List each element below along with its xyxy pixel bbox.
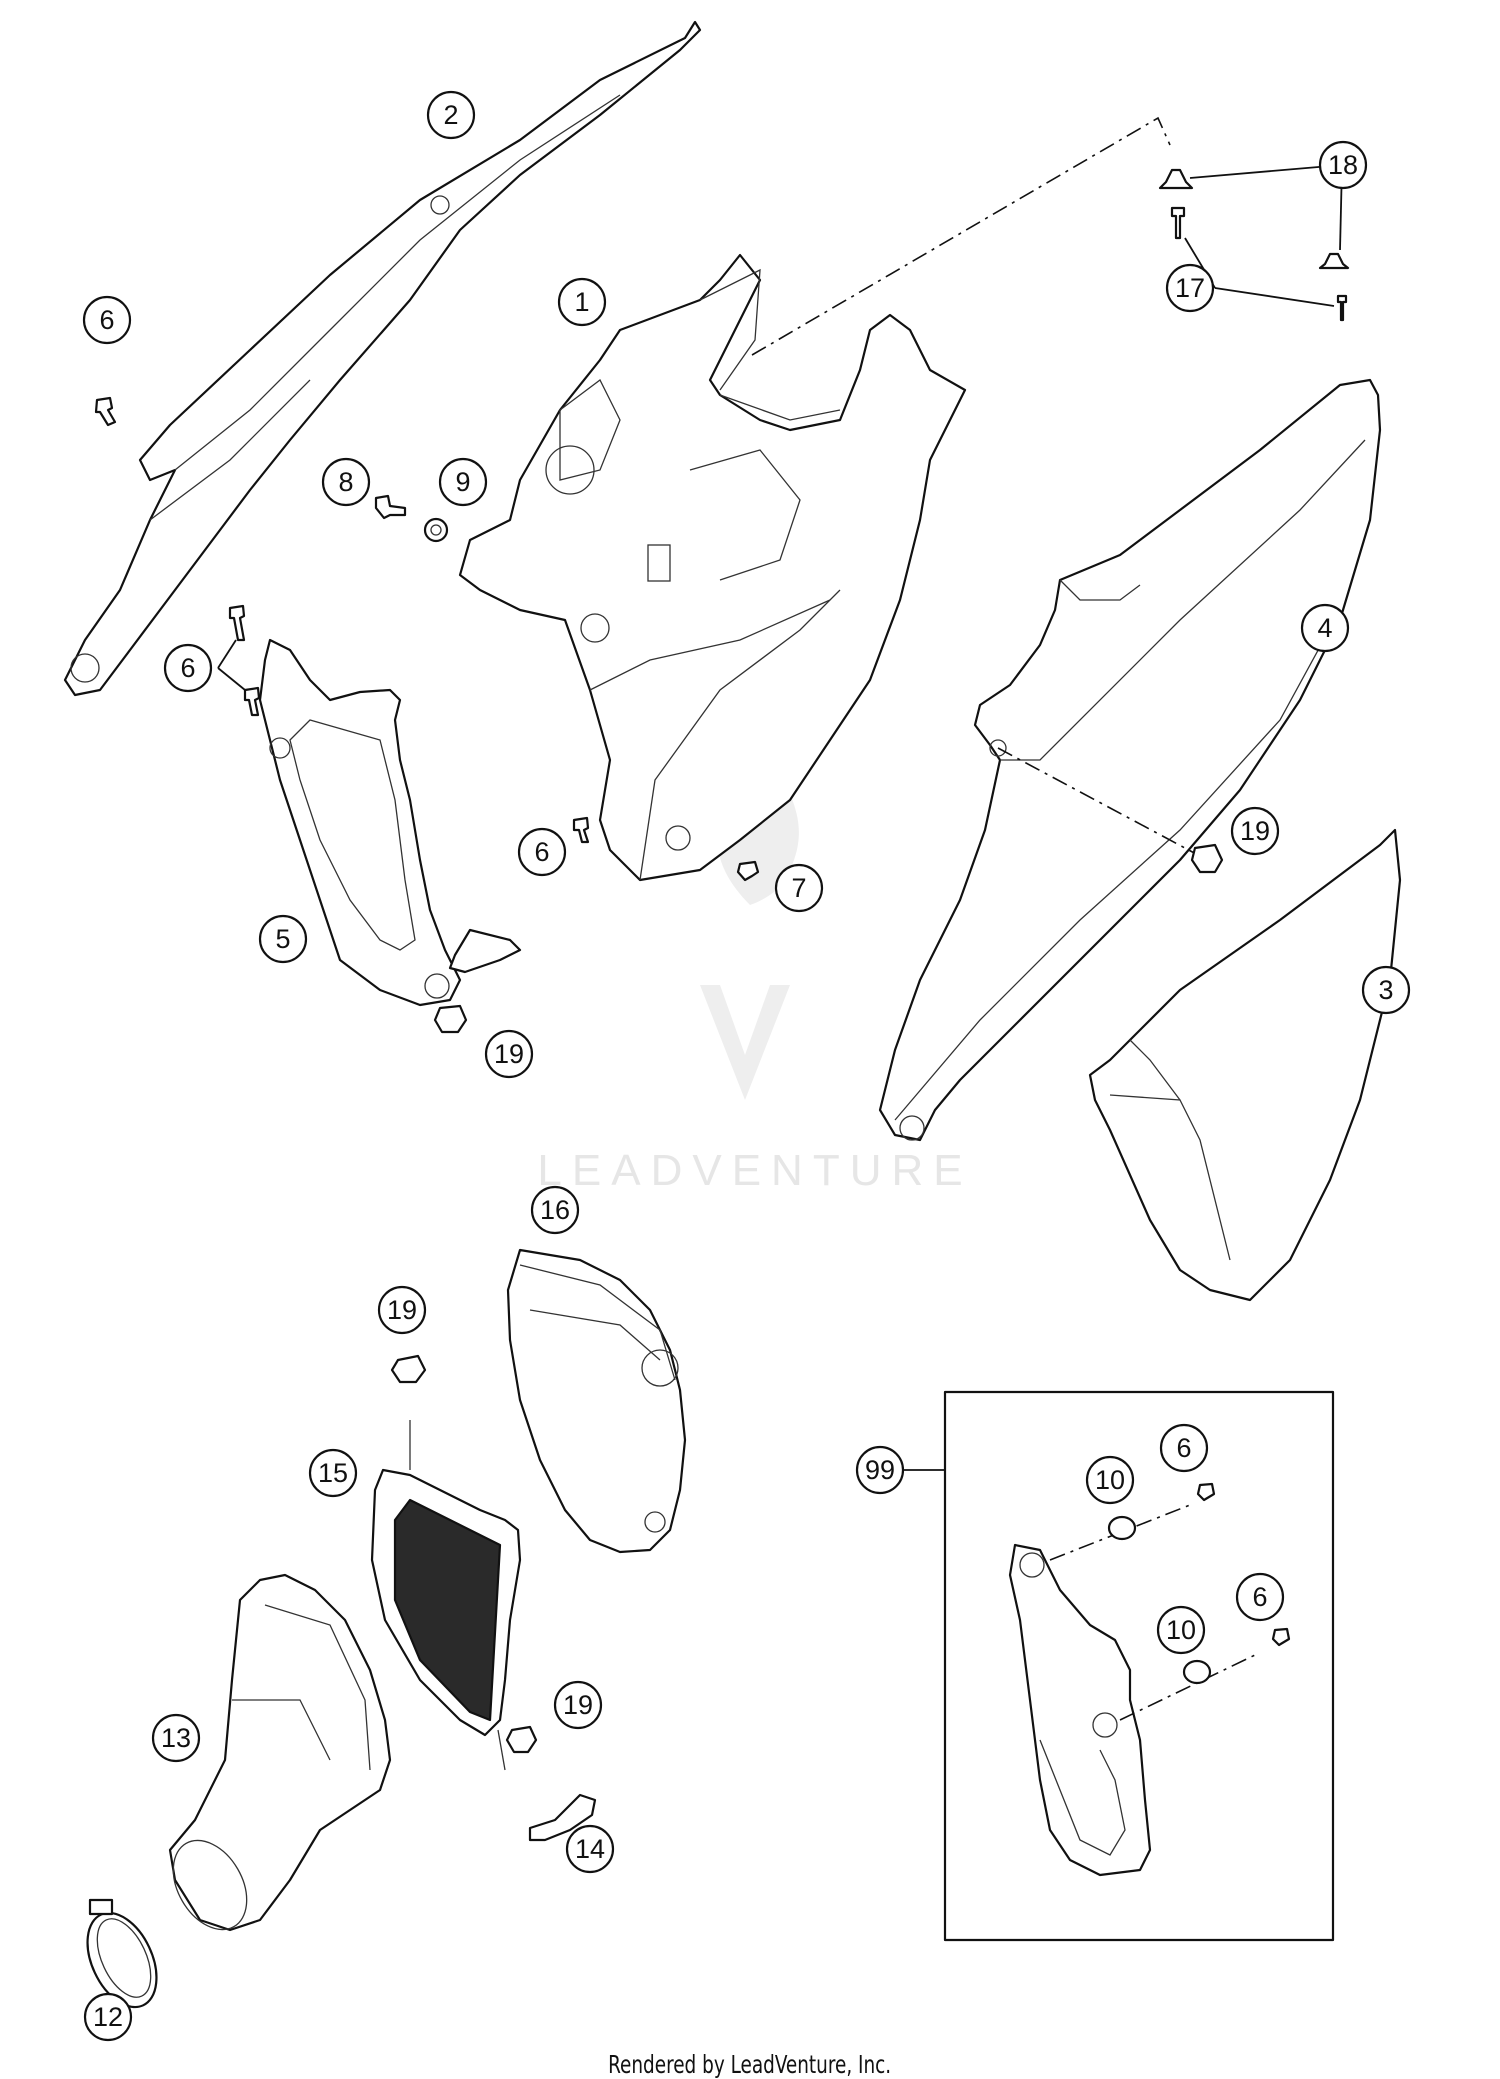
callout-19[interactable]: 19 [377,1285,427,1335]
svg-text:17: 17 [1175,273,1205,303]
part-17-bolts[interactable] [1170,206,1348,322]
callout-99[interactable]: 99 [855,1445,905,1495]
svg-text:9: 9 [455,467,470,497]
callout-6[interactable]: 6 [1159,1423,1209,1473]
part-14-bracket[interactable] [528,1793,597,1842]
svg-text:7: 7 [791,873,806,903]
assembly-line-17-18 [751,116,1171,356]
svg-text:3: 3 [1378,975,1393,1005]
svg-text:8: 8 [338,467,353,497]
callout-14[interactable]: 14 [565,1824,615,1874]
callout-3[interactable]: 3 [1361,965,1411,1015]
footer-credit: Rendered by LeadVenture, Inc. [608,2050,892,2079]
callout-13[interactable]: 13 [151,1713,201,1763]
part-2-trim[interactable] [63,20,702,697]
svg-text:10: 10 [1166,1615,1196,1645]
part-3-number-plate[interactable] [1088,828,1402,1302]
svg-text:5: 5 [275,924,290,954]
part-12-clamp[interactable] [74,1898,171,2018]
callout-12[interactable]: 12 [83,1992,133,2042]
watermark-brand: LEADVENTURE [537,1146,972,1195]
part-13-boot[interactable] [158,1573,392,1943]
callout-10[interactable]: 10 [1156,1605,1206,1655]
part-4-side-panel[interactable] [878,378,1382,1142]
part-18-caps[interactable] [1158,168,1350,270]
svg-text:4: 4 [1317,613,1332,643]
watermark-v-icon [700,985,790,1100]
svg-text:19: 19 [1240,816,1270,846]
callout-10[interactable]: 10 [1085,1455,1135,1505]
svg-text:10: 10 [1095,1465,1125,1495]
callout-1[interactable]: 1 [557,277,607,327]
svg-text:12: 12 [93,2002,123,2032]
svg-text:6: 6 [180,653,195,683]
small-hardware[interactable] [94,396,760,882]
part-99-kit[interactable] [1008,1543,1152,1877]
part-99-kit-box [943,1390,1335,1942]
svg-text:18: 18 [1328,150,1358,180]
callout-6[interactable]: 6 [517,827,567,877]
part-1-airbox[interactable] [458,253,967,882]
svg-text:6: 6 [1176,1433,1191,1463]
callout-18[interactable]: 18 [1318,140,1368,190]
svg-text:99: 99 [865,1455,895,1485]
callout-6[interactable]: 6 [163,643,213,693]
svg-text:6: 6 [1252,1582,1267,1612]
callout-9[interactable]: 9 [438,457,488,507]
callout-19[interactable]: 19 [553,1680,603,1730]
svg-text:6: 6 [534,837,549,867]
part-15-air-filter[interactable] [370,1420,522,1771]
svg-text:16: 16 [540,1195,570,1225]
part-16-filter-cover[interactable] [506,1248,687,1554]
callout-7[interactable]: 7 [774,863,824,913]
part-19-nuts[interactable] [390,843,1224,1754]
svg-text:2: 2 [443,100,458,130]
callout-16[interactable]: 16 [530,1185,580,1235]
callout-19[interactable]: 19 [1230,806,1280,856]
svg-text:19: 19 [387,1295,417,1325]
svg-text:15: 15 [318,1458,348,1488]
callout-2[interactable]: 2 [426,90,476,140]
svg-text:19: 19 [563,1690,593,1720]
callout-5[interactable]: 5 [258,914,308,964]
part-5-holder[interactable] [258,638,522,1007]
callout-6[interactable]: 6 [82,295,132,345]
callout-6[interactable]: 6 [1235,1572,1285,1622]
svg-text:13: 13 [161,1723,191,1753]
callout-4[interactable]: 4 [1300,603,1350,653]
assembly-line-19-panel [997,747,1199,856]
svg-text:19: 19 [494,1039,524,1069]
callout-8[interactable]: 8 [321,457,371,507]
callouts: 1 2 3 4 5 6 6 6 6 6 7 8 9 10 10 12 13 14… [82,90,1411,2042]
callout-15[interactable]: 15 [308,1448,358,1498]
svg-text:6: 6 [99,305,114,335]
svg-text:1: 1 [574,287,589,317]
callout-17[interactable]: 17 [1165,263,1215,313]
callout-19[interactable]: 19 [484,1029,534,1079]
svg-text:14: 14 [575,1834,605,1864]
